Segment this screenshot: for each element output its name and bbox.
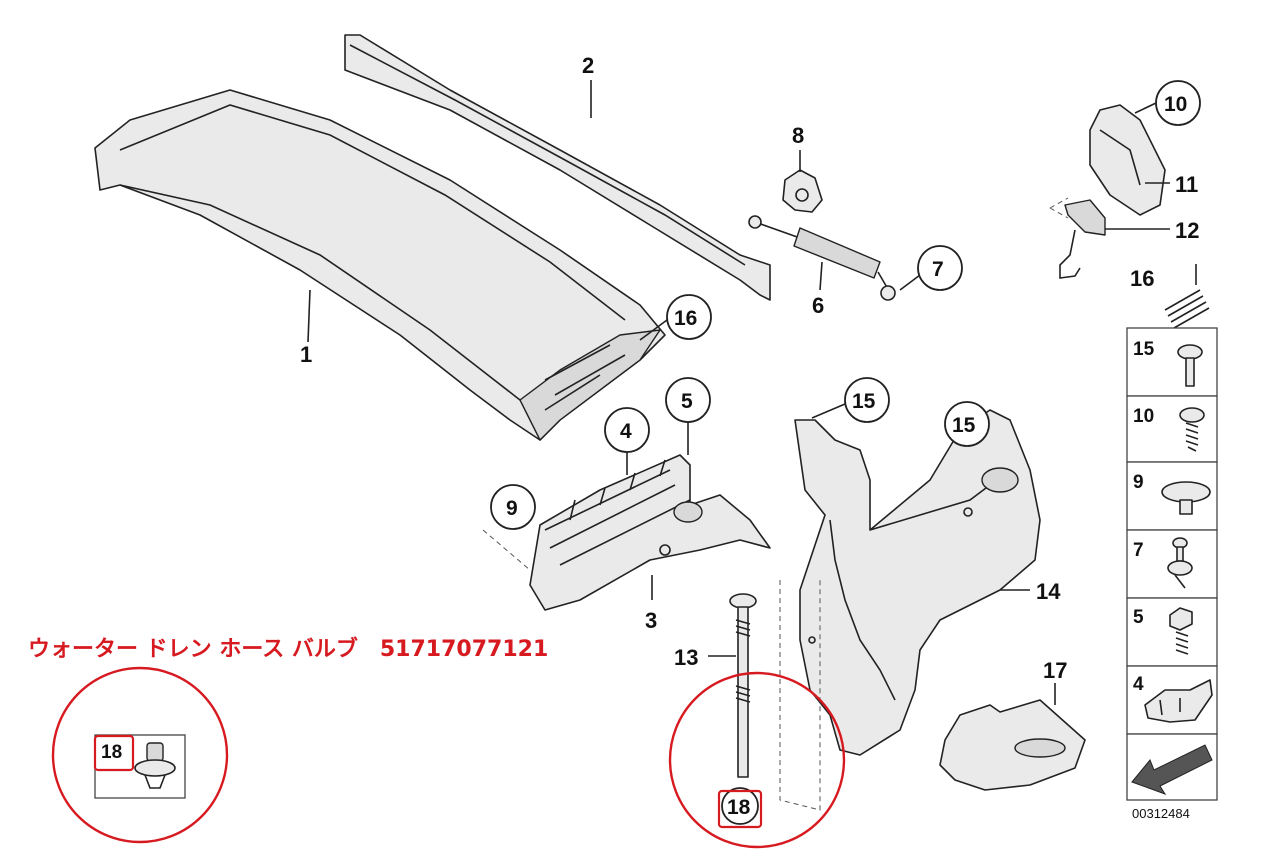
bolt-icon	[1177, 344, 1203, 387]
sidebar-label-4: 4	[1133, 674, 1144, 695]
screw-nut-icon	[1169, 607, 1193, 655]
seal-strip	[344, 34, 771, 301]
rivet-icon	[1161, 481, 1211, 515]
highlight-circle-diagram	[668, 671, 846, 849]
bracket-assembly	[529, 454, 771, 611]
clip-icon	[1144, 679, 1213, 723]
callout-7: 7	[932, 258, 944, 281]
drain-valve-icon	[134, 742, 176, 789]
inset-highlight-box	[93, 734, 135, 772]
callout-5: 5	[681, 390, 693, 413]
callout-10: 10	[1164, 93, 1187, 116]
corner-trim	[939, 699, 1086, 791]
inset-panel: 18	[93, 734, 186, 799]
callout-16b: 16	[1130, 266, 1154, 291]
callout-15a: 15	[852, 390, 876, 413]
callout-2: 2	[582, 53, 594, 78]
callout-18: 18	[727, 796, 751, 819]
screw-icon	[1179, 407, 1205, 452]
callout-14: 14	[1036, 579, 1061, 604]
callout-9: 9	[506, 497, 518, 520]
drain-bolt	[729, 593, 757, 778]
fastener-sidebar: 15 10 9 7 5 4	[1126, 327, 1218, 821]
trunk-lid-panel	[94, 89, 666, 441]
callout-11: 11	[1175, 172, 1198, 197]
strut-mount	[782, 169, 823, 213]
callout-6: 6	[812, 293, 824, 318]
sidebar-label-9: 9	[1133, 472, 1144, 493]
sidebar-label-7: 7	[1133, 540, 1144, 561]
callout-15b: 15	[952, 414, 976, 437]
inset-circle	[51, 666, 229, 844]
lock-assembly	[1059, 104, 1166, 279]
callout-4: 4	[620, 420, 632, 443]
callout-1: 1	[300, 342, 312, 367]
diagram-code: 00312484	[1132, 806, 1190, 821]
annotation-title: ウォーター ドレン ホース バルブ 51717077121	[28, 636, 548, 662]
direction-arrow-icon	[1131, 744, 1213, 795]
sidebar-label-5: 5	[1133, 607, 1144, 628]
sidebar-label-10: 10	[1133, 406, 1154, 427]
pin-icon	[1167, 537, 1193, 589]
inset-label: 18	[101, 742, 122, 763]
callout-13: 13	[674, 645, 698, 670]
callout-16a: 16	[674, 307, 697, 330]
callout-12: 12	[1175, 218, 1199, 243]
spring	[1164, 264, 1210, 329]
callout-17: 17	[1043, 658, 1067, 683]
gas-strut	[748, 215, 896, 301]
side-trim	[794, 409, 1041, 756]
callout-3: 3	[645, 608, 657, 633]
highlight-box-diagram	[717, 789, 763, 829]
sidebar-label-15: 15	[1133, 339, 1155, 360]
callout-8: 8	[792, 123, 804, 148]
